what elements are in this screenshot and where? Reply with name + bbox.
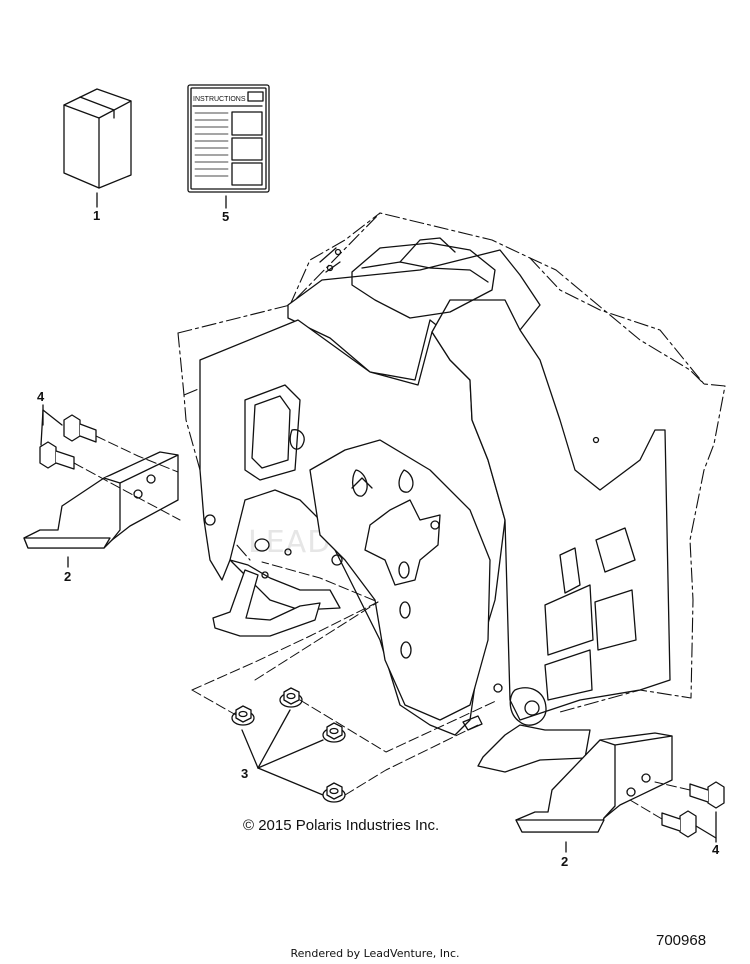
callout-instructions: 5 [222, 209, 230, 224]
callout-flange-nuts: 3 [241, 766, 249, 781]
chassis-details [204, 237, 637, 731]
callout-bolts-right: 4 [712, 842, 720, 857]
callout-foot-bracket-right: 2 [561, 854, 569, 869]
diagram-id: 700968 [656, 932, 707, 949]
instructions-sheet-part: INSTRUCTIONS [187, 84, 270, 209]
callout-kit-box: 1 [93, 208, 101, 223]
bolts-left-part [39, 404, 97, 470]
callout-bolts-left: 4 [37, 389, 45, 404]
bolts-right-part [661, 781, 725, 843]
assembly-lines [73, 435, 691, 820]
foot-bracket-right-part [515, 732, 673, 853]
svg-text:INSTRUCTIONS: INSTRUCTIONS [193, 96, 246, 103]
rendered-by-notice: Rendered by LeadVenture, Inc. [290, 947, 460, 960]
foot-bracket-left-part [23, 451, 179, 568]
flange-nuts-part [231, 687, 346, 803]
kit-box-part [63, 88, 132, 208]
callout-foot-bracket-left: 2 [64, 569, 72, 584]
copyright-notice: © 2015 Polaris Industries Inc. [243, 817, 440, 834]
chassis-frame [199, 249, 671, 773]
